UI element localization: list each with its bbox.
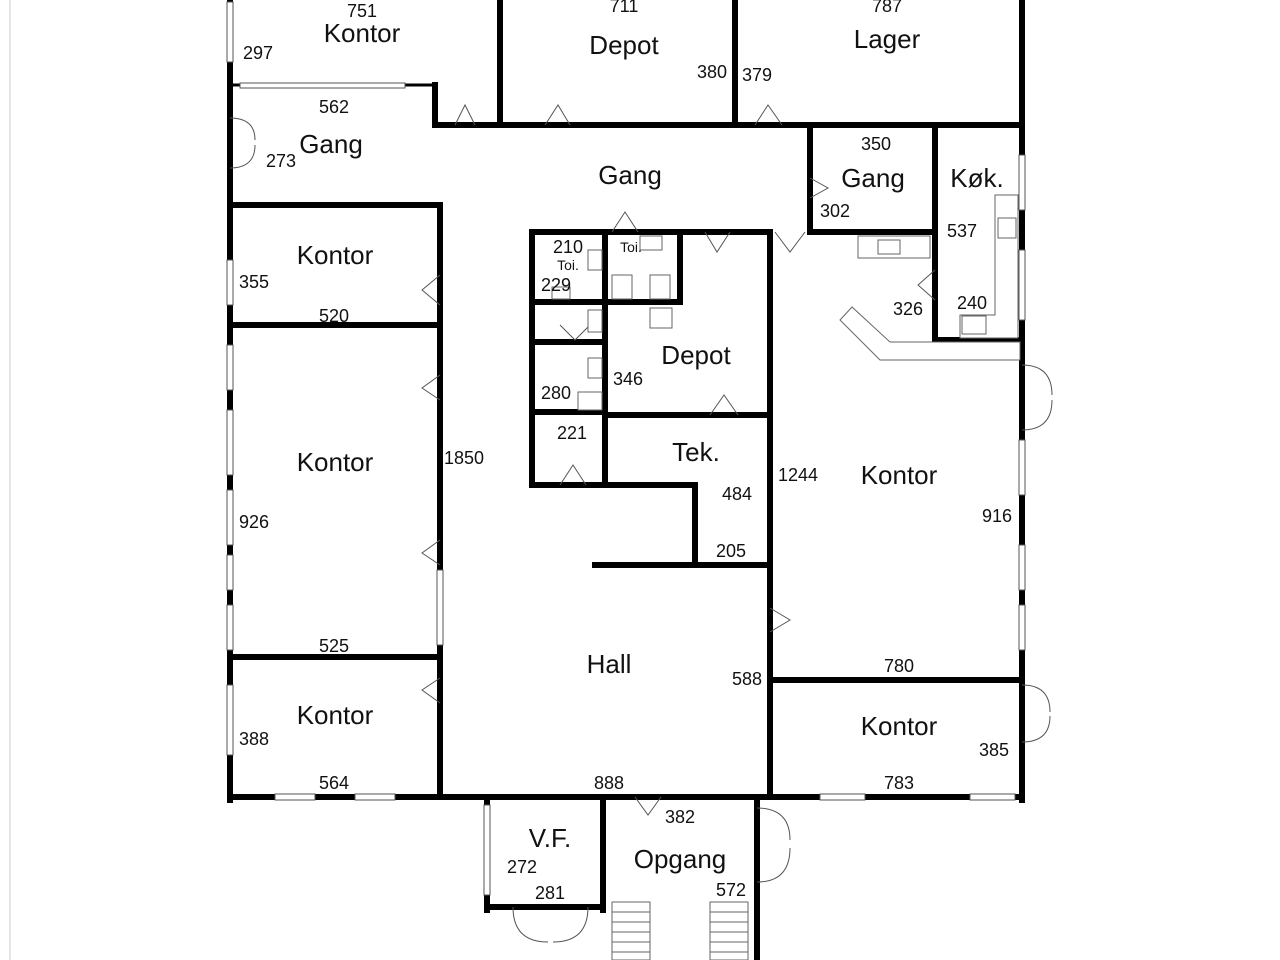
- doors: [229, 103, 1053, 943]
- room-label-gang-left: Gang: [299, 129, 363, 159]
- windows: [226, 1, 1026, 896]
- dim-label: 355: [239, 272, 269, 292]
- dim-label: 281: [535, 883, 565, 903]
- dim-label: 205: [716, 541, 746, 561]
- room-label-kontor-br: Kontor: [861, 711, 938, 741]
- dim-label: 388: [239, 729, 269, 749]
- dim-label: 525: [319, 636, 349, 656]
- room-label-kontor-l3: Kontor: [297, 700, 374, 730]
- dim-label: 711: [610, 0, 639, 16]
- room-label-tek: Tek.: [672, 437, 720, 467]
- room-label-depot-top: Depot: [589, 30, 659, 60]
- dim-label: 240: [957, 293, 987, 313]
- dim-label: 273: [266, 151, 296, 171]
- dim-label: 780: [884, 656, 914, 676]
- dim-label: 326: [893, 299, 923, 319]
- room-label-lager: Lager: [854, 24, 921, 54]
- dim-label: 588: [732, 669, 762, 689]
- dim-label: 385: [979, 740, 1009, 760]
- dim-label: 379: [742, 65, 772, 85]
- dim-label: 537: [947, 221, 977, 241]
- room-label-vf: V.F.: [529, 823, 571, 853]
- room-label-depot-mid: Depot: [661, 340, 731, 370]
- dim-label: 751: [347, 1, 377, 21]
- dim-label: 272: [507, 857, 537, 877]
- room-label-gang-right: Gang: [841, 163, 905, 193]
- dim-label: 562: [319, 97, 349, 117]
- room-labels: Kontor Depot Lager Gang Gang Gang Køk. K…: [297, 18, 1004, 874]
- dim-label: 572: [716, 880, 746, 900]
- room-label-toi-a: Toi.: [557, 257, 579, 273]
- dim-label: 520: [319, 306, 349, 326]
- dim-label: 888: [594, 773, 624, 793]
- dim-label: 783: [884, 773, 914, 793]
- room-label-kok: Køk.: [950, 163, 1003, 193]
- dim-label: 1850: [444, 448, 484, 468]
- dim-label: 221: [557, 423, 587, 443]
- room-label-gang-center: Gang: [598, 160, 662, 190]
- dim-label: 210: [553, 237, 583, 257]
- room-label-kontor-right: Kontor: [861, 460, 938, 490]
- room-label-kontor-top: Kontor: [324, 18, 401, 48]
- dim-label: 302: [820, 201, 850, 221]
- dim-label: 382: [665, 807, 695, 827]
- room-label-kontor-l2: Kontor: [297, 447, 374, 477]
- dim-label: 564: [319, 773, 349, 793]
- dim-label: 1244: [778, 465, 818, 485]
- room-label-kontor-l1: Kontor: [297, 240, 374, 270]
- dim-label: 346: [613, 369, 643, 389]
- dim-label: 916: [982, 506, 1012, 526]
- dim-label: 297: [243, 43, 273, 63]
- dim-label: 926: [239, 512, 269, 532]
- dim-label: 229: [541, 275, 571, 295]
- walls: [227, 0, 1025, 960]
- dimension-labels: 751 297 711 380 787 379 562 273 350 302 …: [239, 0, 1012, 903]
- dim-label: 484: [722, 484, 752, 504]
- fixtures: [551, 194, 1021, 960]
- dim-label: 380: [697, 62, 727, 82]
- dim-label: 787: [872, 0, 902, 16]
- room-label-toi-b: Toi.: [620, 239, 642, 255]
- room-label-hall: Hall: [587, 649, 632, 679]
- dim-label: 350: [861, 134, 891, 154]
- dim-label: 280: [541, 383, 571, 403]
- room-label-opgang: Opgang: [634, 844, 727, 874]
